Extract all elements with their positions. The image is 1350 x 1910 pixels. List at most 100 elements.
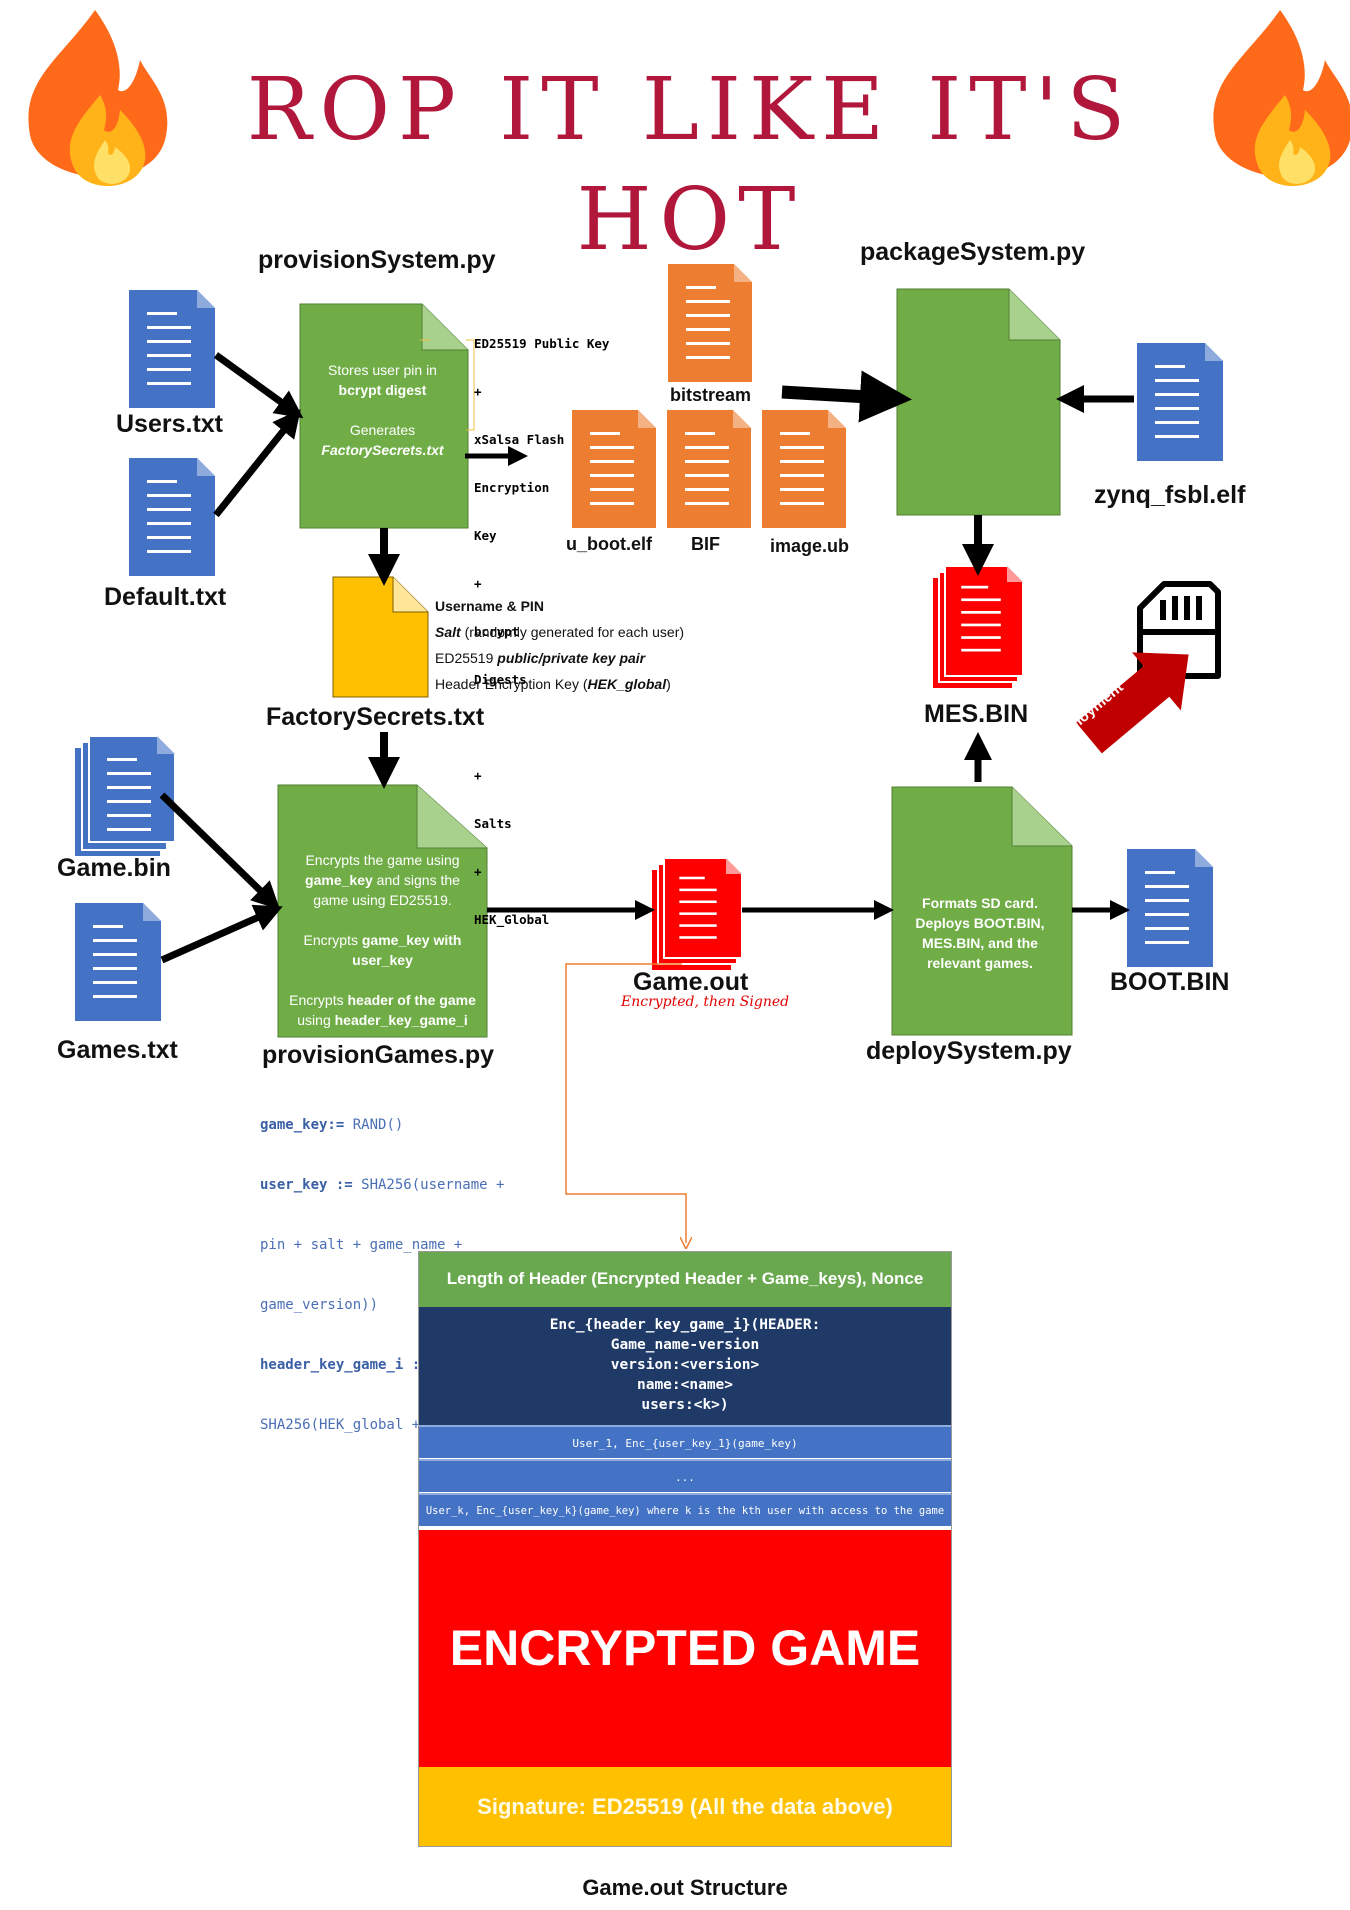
note-text: ED25519 [435, 650, 498, 666]
box-line: Deploys BOOT.BIN, [915, 915, 1045, 931]
output-item: + [474, 768, 482, 783]
deploy-system-box [891, 786, 1073, 1036]
structure-caption: Game.out Structure [582, 1875, 788, 1900]
header-length-section: Length of Header (Encrypted Header + Gam… [418, 1251, 952, 1307]
factory-secrets-doc-icon [332, 576, 429, 698]
code-key: game_key:= [260, 1117, 345, 1133]
provision-outputs-list: ED25519 Public Key + xSalsa Flash Encryp… [474, 304, 609, 944]
users-txt-label: Users.txt [116, 410, 223, 438]
package-system-label: packageSystem.py [860, 238, 1086, 266]
user-1-key-section: User_1, Enc_{user_key_1}(game_key) [418, 1425, 952, 1458]
note-text: (randomly generated for each user) [460, 624, 685, 640]
provision-games-box-text: Encrypts the game using game_key and sig… [280, 850, 485, 1030]
note-line: Username & PIN [435, 598, 544, 614]
box-text: and signs the [372, 872, 460, 888]
box-text: Encrypts [289, 992, 348, 1008]
box-em: game_key with [361, 932, 462, 948]
sd-card-icon [1137, 581, 1221, 679]
factory-secrets-notes: Username & PIN Salt (randomly generated … [435, 593, 684, 697]
deploy-system-label: deploySystem.py [866, 1037, 1072, 1065]
games-txt-label: Games.txt [57, 1036, 178, 1064]
box-line: Stores user pin in [328, 362, 437, 378]
note-text: ) [666, 676, 671, 692]
box-line: game using ED25519. [313, 892, 452, 908]
boot-bin-doc-icon [1127, 849, 1213, 967]
image-ub-label: image.ub [770, 536, 850, 556]
box-line: MES.BIN, and the [922, 935, 1038, 951]
note-em: HEK_global [587, 676, 667, 692]
output-item: ED25519 Public Key [474, 336, 610, 351]
factory-secrets-label: FactorySecrets.txt [266, 703, 485, 731]
mes-bin-doc-icon [933, 565, 1024, 688]
game-out-label: Game.out [633, 968, 749, 996]
output-item: Key [474, 528, 497, 543]
code-value: game_version)) [260, 1297, 379, 1313]
box-line: relevant games. [927, 955, 1033, 971]
output-item: Digests [474, 672, 527, 687]
mes-bin-label: MES.BIN [924, 700, 1029, 728]
box-em: header of the game [347, 992, 476, 1008]
bitstream-doc-icon [668, 264, 752, 382]
provision-system-box [299, 303, 469, 529]
box-em: header_key_game_i [334, 1012, 468, 1028]
provision-system-label: provisionSystem.py [258, 246, 496, 274]
code-value: pin + salt + game_name + [260, 1237, 463, 1253]
code-key: header_key_game_i := [260, 1357, 429, 1373]
output-item: Salts [474, 816, 512, 831]
game-out-doc-icon [652, 857, 743, 970]
game-out-structure-connector [565, 963, 686, 1243]
box-line: FactorySecrets.txt [321, 442, 444, 458]
bitstream-label: bitstream [670, 385, 752, 405]
ellipsis-section: ... [418, 1459, 952, 1492]
header-line: users:<k>) [641, 1397, 729, 1413]
game-bin-label: Game.bin [57, 854, 171, 882]
header-line: Game_name-version [610, 1337, 760, 1353]
code-value: SHA256(username + [352, 1177, 505, 1193]
box-line: Encrypts the game using [305, 852, 460, 868]
u-boot-doc-icon [572, 410, 656, 528]
default-txt-label: Default.txt [104, 583, 227, 611]
output-item: + [474, 576, 482, 591]
bif-label: BIF [691, 534, 720, 554]
default-txt-doc-icon [129, 458, 215, 576]
box-line: Generates [349, 422, 416, 438]
package-system-box [896, 288, 1061, 516]
games-txt-doc-icon [75, 903, 161, 1021]
game-out-caption: Encrypted, then Signed [621, 994, 790, 1010]
note-em: Salt [435, 624, 461, 640]
bif-doc-icon [667, 410, 751, 528]
output-item: + [474, 384, 482, 399]
u-boot-label: u_boot.elf [566, 534, 652, 554]
poster-title: ROP IT LIKE IT'S HOT [246, 60, 1134, 270]
provision-games-label: provisionGames.py [262, 1041, 495, 1069]
code-value: RAND() [344, 1117, 404, 1133]
provision-system-box-text: Stores user pin in bcrypt digest Generat… [305, 360, 460, 460]
zynq-fsbl-label: zynq_fsbl.elf [1094, 481, 1246, 509]
users-txt-doc-icon [129, 290, 215, 408]
signature-section: Signature: ED25519 (All the data above) [418, 1767, 952, 1847]
box-text: using [297, 1012, 335, 1028]
box-em: game_key [305, 872, 373, 888]
deployment-arrow [1076, 652, 1189, 754]
header-line: name:<name> [636, 1377, 734, 1393]
zynq-fsbl-doc-icon [1137, 343, 1223, 461]
output-item: bcrypt [474, 624, 520, 639]
output-item: + [474, 864, 482, 879]
output-item: HEK_Global [474, 912, 550, 927]
provision-games-box [277, 784, 488, 1038]
box-text: Encrypts [303, 932, 362, 948]
user-k-key-section: User_k, Enc_{user_key_k}(game_key) where… [418, 1493, 952, 1526]
deploy-system-box-text: Formats SD card. Deploys BOOT.BIN, MES.B… [895, 893, 1065, 973]
game-bin-doc-icon [75, 735, 176, 856]
output-item: Encryption [474, 480, 550, 495]
boot-bin-label: BOOT.BIN [1110, 968, 1230, 996]
output-item: xSalsa Flash [474, 432, 565, 447]
box-line: user_key [352, 952, 413, 968]
key-derivation-code: game_key:= RAND() user_key := SHA256(use… [260, 1075, 513, 1455]
flow-arrows [159, 352, 1134, 964]
encrypted-header-section: Enc_{header_key_game_i}(HEADER: Game_nam… [418, 1307, 952, 1425]
note-em: public/private key pair [497, 650, 646, 666]
encrypted-game-section: ENCRYPTED GAME [418, 1530, 952, 1767]
image-ub-doc-icon [762, 410, 846, 528]
